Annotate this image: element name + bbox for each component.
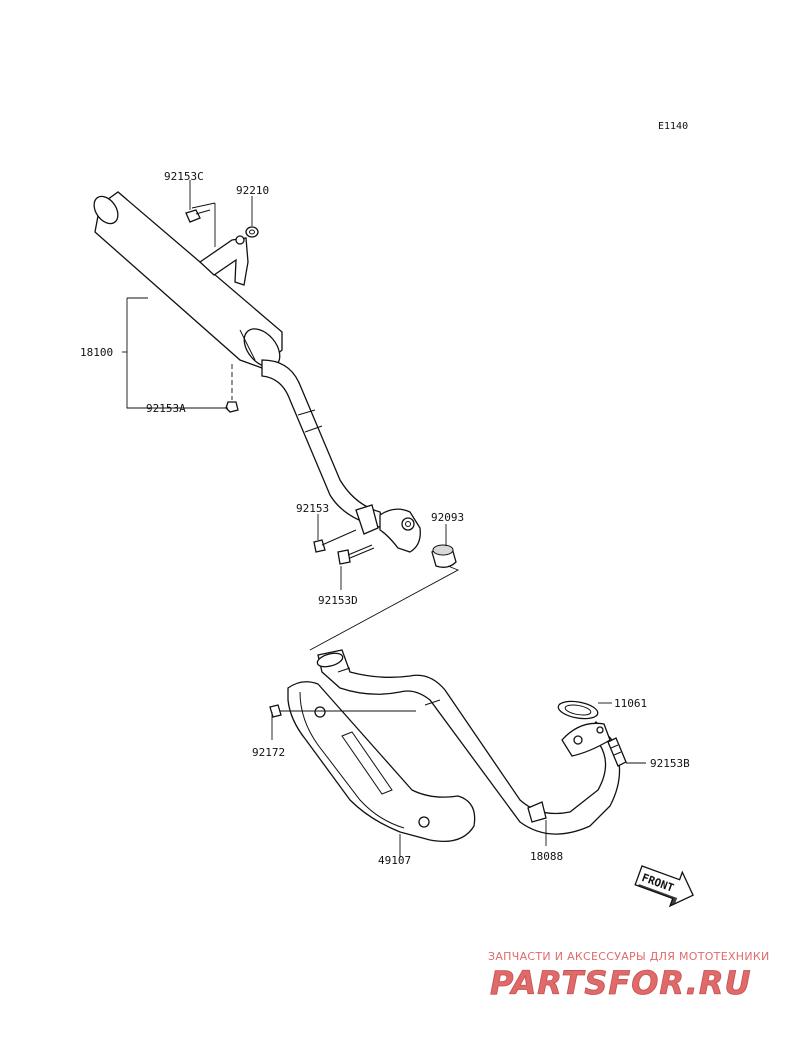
- diagram-code: E1140: [658, 121, 688, 132]
- label-92153a: 92153A: [146, 402, 186, 415]
- label-92153: 92153: [296, 502, 329, 515]
- bolt-92153a[interactable]: [225, 401, 239, 413]
- bolt-92153[interactable]: [313, 529, 357, 553]
- washer-92210[interactable]: [245, 226, 259, 238]
- svg-text:PARTSFOR.RU: PARTSFOR.RU: [490, 964, 751, 1002]
- bolt-92153d[interactable]: [337, 544, 375, 565]
- watermark-tagline: ЗАПЧАСТИ И АКСЕССУАРЫ ДЛЯ МОТОТЕХНИКИ: [488, 950, 770, 963]
- label-11061: 11061: [614, 697, 647, 710]
- label-92172: 92172: [252, 746, 285, 759]
- bolt-92153c[interactable]: [185, 209, 211, 223]
- header-pipe[interactable]: [316, 649, 621, 835]
- watermark-logo: PARTSFOR.RU: [490, 964, 751, 1002]
- label-92153c: 92153C: [164, 170, 204, 183]
- front-arrow: FRONT: [634, 865, 694, 908]
- label-49107: 49107: [378, 854, 411, 867]
- label-92093: 92093: [431, 511, 464, 524]
- label-92210: 92210: [236, 184, 269, 197]
- stud-92153b[interactable]: [607, 737, 627, 767]
- gasket-92093[interactable]: [431, 544, 457, 568]
- label-18088: 18088: [530, 850, 563, 863]
- label-18100: 18100: [80, 346, 113, 359]
- gasket-11061[interactable]: [557, 699, 599, 722]
- leader-lines: [122, 180, 646, 858]
- heat-guard[interactable]: [287, 681, 476, 843]
- muffler[interactable]: [89, 191, 421, 553]
- label-92153d: 92153D: [318, 594, 358, 607]
- label-92153b: 92153B: [650, 757, 690, 770]
